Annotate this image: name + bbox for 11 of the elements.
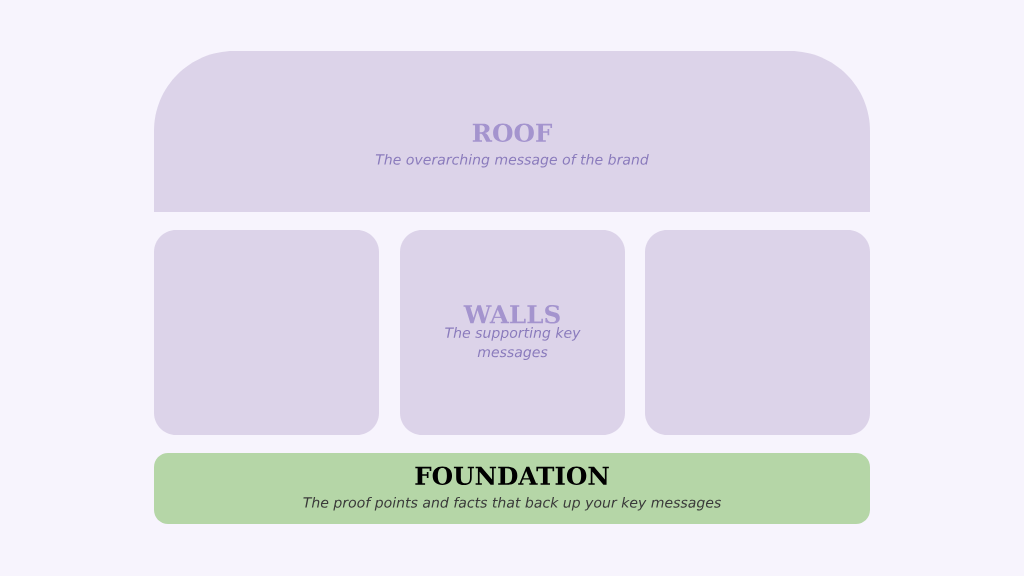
foundation-block <box>154 453 870 524</box>
subtitle: The supporting key messages <box>445 327 581 360</box>
subtitle: The proof points and facts that back up your key messages <box>303 496 721 511</box>
heading: WALLS <box>463 304 560 324</box>
roof-block <box>154 51 870 212</box>
wall-block <box>645 230 870 435</box>
wall-block <box>154 230 379 435</box>
heading: FOUNDATION <box>415 466 609 486</box>
wall-block <box>400 230 625 435</box>
heading: ROOF <box>472 123 553 143</box>
subtitle: The overarching message of the brand <box>375 153 649 168</box>
